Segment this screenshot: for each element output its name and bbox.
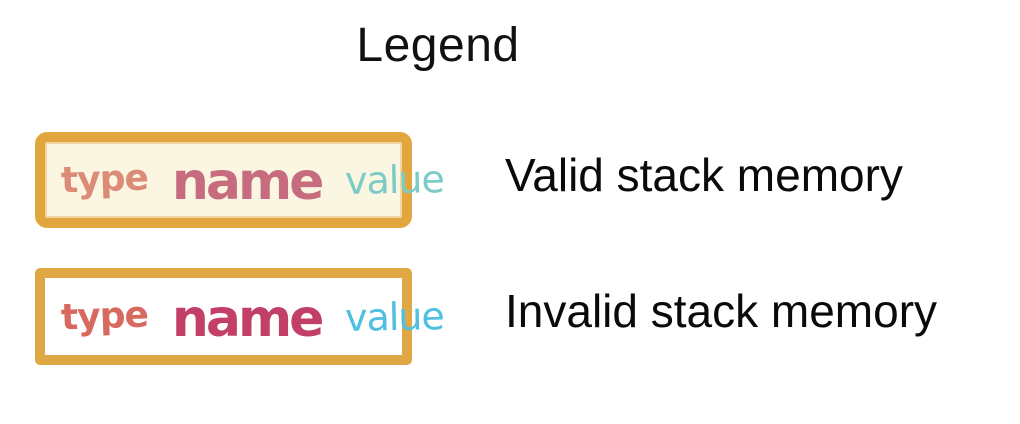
value-label: value <box>345 293 445 340</box>
valid-stack-memory-label: Valid stack memory <box>505 149 903 201</box>
type-label: type <box>60 157 149 202</box>
name-label: name <box>171 288 325 349</box>
invalid-stack-memory-swatch: type name value <box>35 268 445 365</box>
type-label: type <box>60 293 149 339</box>
invalid-stack-memory-label: Invalid stack memory <box>505 285 938 337</box>
page-title: Legend <box>356 19 520 72</box>
name-label: name <box>171 152 325 212</box>
value-label: value <box>345 157 445 203</box>
valid-stack-memory-swatch: type name value <box>35 132 445 228</box>
